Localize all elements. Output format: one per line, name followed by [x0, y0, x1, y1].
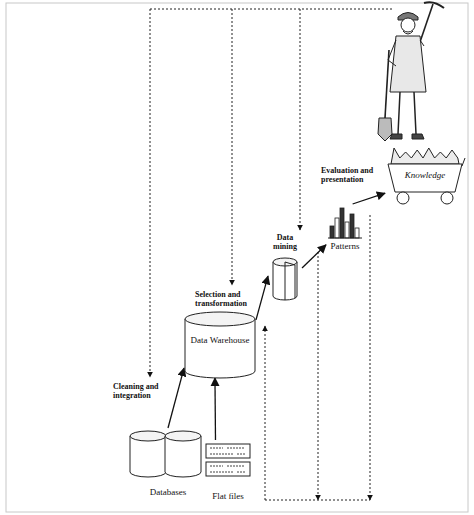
- flow-arrow: [214, 378, 216, 440]
- feedback-line: [150, 9, 392, 10]
- feedback-lines: [150, 9, 392, 500]
- flow-arrow: [302, 245, 326, 268]
- feedback-line: [318, 252, 319, 500]
- process-node: Data mining: [268, 234, 302, 302]
- step-label: Selection and transformation: [194, 290, 258, 308]
- step-label: Cleaning and integration: [112, 382, 174, 400]
- node-label: Patterns: [326, 242, 364, 252]
- feedback-line: [150, 9, 151, 377]
- feedback-line: [232, 9, 233, 285]
- node-shape: [206, 444, 250, 476]
- step-label: Evaluation and presentation: [320, 166, 382, 184]
- node-label: Flat files: [203, 492, 253, 502]
- node-shape: [328, 208, 362, 238]
- miner-figure: [378, 2, 444, 141]
- node-shape: [185, 312, 255, 378]
- node-label: Data mining: [268, 234, 302, 252]
- feedback-line: [265, 326, 266, 500]
- process-node: Patterns: [326, 204, 364, 252]
- process-node: Flat files: [203, 440, 253, 502]
- node-shape: [273, 258, 297, 300]
- knowledge-cart: Knowledge: [385, 142, 465, 206]
- node-shape: [130, 431, 201, 477]
- feedback-line: [370, 215, 371, 500]
- node-label: Databases: [128, 488, 208, 498]
- node-label: Data Warehouse: [190, 336, 250, 346]
- feedback-line: [300, 9, 301, 230]
- warehouse-cylinder: Data Warehouse: [184, 312, 256, 378]
- node-label: Knowledge: [385, 171, 465, 181]
- flow-arrow: [353, 193, 385, 204]
- page-frame: [6, 3, 468, 512]
- feedback-line: [265, 500, 370, 501]
- process-node: Databases: [128, 428, 208, 498]
